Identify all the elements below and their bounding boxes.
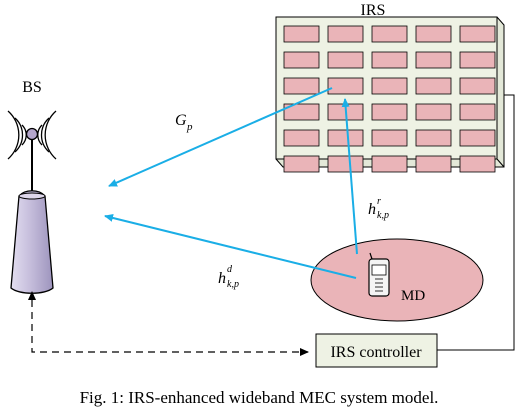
irs-element <box>415 129 452 147</box>
figure-caption: Fig. 1: IRS-enhanced wideband MEC system… <box>79 388 439 407</box>
irs-element <box>283 25 320 43</box>
irs-element <box>459 129 496 147</box>
irs-element <box>415 155 452 173</box>
irs-element <box>283 103 320 121</box>
irs-element <box>283 77 320 95</box>
irs-element <box>283 129 320 147</box>
md-region <box>310 238 484 322</box>
g-label-sub: p <box>186 121 193 133</box>
irs-element <box>459 155 496 173</box>
irs-element <box>459 103 496 121</box>
irs-element <box>283 51 320 69</box>
system-model-diagram: IRS BS MD IRS controller <box>7 2 515 368</box>
irs-control-line <box>437 94 515 351</box>
hr-channel-label: h r k,p <box>368 196 389 221</box>
irs-element <box>327 77 364 95</box>
g-channel-arrow <box>108 87 333 187</box>
g-label-base: G <box>175 112 187 129</box>
irs-element <box>415 77 452 95</box>
irs-element <box>415 103 452 121</box>
irs-element <box>459 25 496 43</box>
g-channel-label: G p <box>175 112 193 133</box>
base-station-icon <box>7 110 57 294</box>
irs-controller-label: IRS controller <box>330 344 422 361</box>
irs-element <box>371 155 408 173</box>
reflected-channel-arrow <box>341 98 358 255</box>
irs-element <box>327 25 364 43</box>
md-label: MD <box>401 288 425 304</box>
hr-label-base: h <box>368 201 376 218</box>
irs-element <box>327 51 364 69</box>
irs-element <box>415 51 452 69</box>
hd-channel-label: h d k,p <box>218 264 239 290</box>
direct-channel-arrow <box>104 214 357 279</box>
irs-element <box>415 25 452 43</box>
irs-element-grid <box>283 25 496 173</box>
hr-label-sup: r <box>377 196 381 207</box>
irs-panel <box>275 16 505 173</box>
irs-element <box>283 155 320 173</box>
hr-label-sub: k,p <box>377 210 389 221</box>
irs-label: IRS <box>361 2 386 19</box>
mobile-device-icon <box>368 252 390 297</box>
irs-element <box>327 155 364 173</box>
irs-element <box>459 51 496 69</box>
irs-element <box>371 51 408 69</box>
bs-controller-link-line <box>31 300 309 356</box>
irs-element <box>371 103 408 121</box>
bs-label: BS <box>22 79 42 96</box>
hd-label-sup: d <box>227 264 233 275</box>
irs-element <box>327 129 364 147</box>
irs-element <box>371 129 408 147</box>
hd-label-base: h <box>218 270 226 287</box>
irs-element <box>371 77 408 95</box>
irs-element <box>459 77 496 95</box>
hd-label-sub: k,p <box>227 279 239 290</box>
irs-element <box>371 25 408 43</box>
